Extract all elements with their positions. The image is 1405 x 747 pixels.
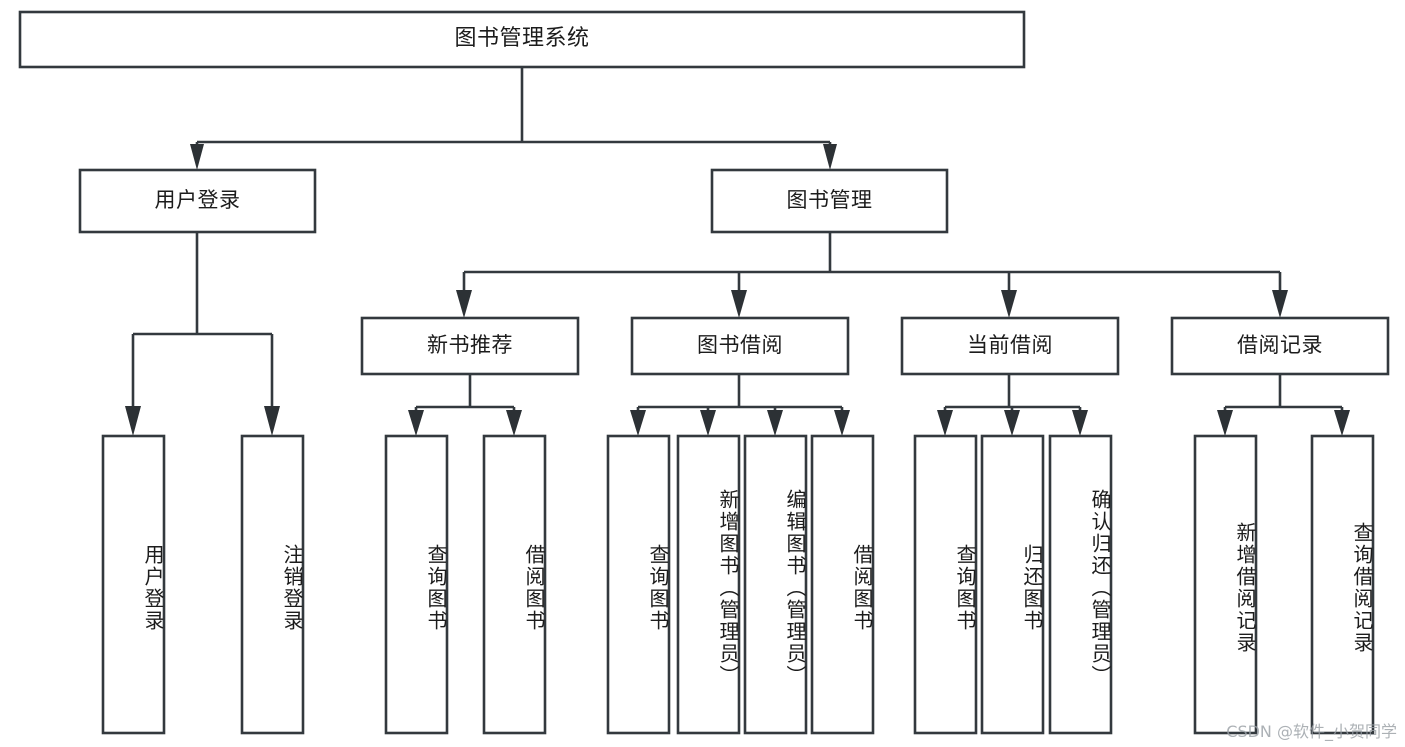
node-box-current-borrow[interactable] xyxy=(900,316,1120,376)
connector-book-borrow-to-leaves xyxy=(630,374,850,436)
connector-borrow-record-to-leaves xyxy=(1217,374,1350,436)
connector-new-book-recommend-to-leaves xyxy=(408,374,522,436)
connector-user-login-to-leaves xyxy=(125,232,280,436)
node-box-leaf-borrow-book-2[interactable] xyxy=(810,434,875,735)
node-box-leaf-query-record[interactable] xyxy=(1310,434,1375,735)
connector-root-to-level1 xyxy=(190,67,837,170)
node-box-leaf-user-login[interactable] xyxy=(101,434,166,735)
node-box-leaf-borrow-book-1[interactable] xyxy=(482,434,547,735)
node-box-book-management[interactable] xyxy=(710,168,949,234)
node-box-book-borrow[interactable] xyxy=(630,316,850,376)
node-box-leaf-return-book[interactable] xyxy=(980,434,1045,735)
node-box-root[interactable] xyxy=(18,10,1026,69)
node-box-leaf-query-book-1[interactable] xyxy=(384,434,449,735)
node-box-leaf-confirm-return[interactable] xyxy=(1048,434,1113,735)
node-box-leaf-add-record[interactable] xyxy=(1193,434,1258,735)
connector-book-management-to-level2 xyxy=(456,232,1288,318)
watermark-text: CSDN @软件_小贺同学 xyxy=(1226,722,1397,741)
node-box-leaf-query-book-3[interactable] xyxy=(913,434,978,735)
node-box-leaf-edit-book[interactable] xyxy=(743,434,808,735)
node-box-leaf-user-logout[interactable] xyxy=(240,434,305,735)
node-box-borrow-record[interactable] xyxy=(1170,316,1390,376)
node-box-leaf-query-book-2[interactable] xyxy=(606,434,671,735)
node-box-user-login[interactable] xyxy=(78,168,317,234)
node-box-leaf-add-book[interactable] xyxy=(676,434,741,735)
node-box-new-book-recommend[interactable] xyxy=(360,316,580,376)
connector-current-borrow-to-leaves xyxy=(937,374,1088,436)
